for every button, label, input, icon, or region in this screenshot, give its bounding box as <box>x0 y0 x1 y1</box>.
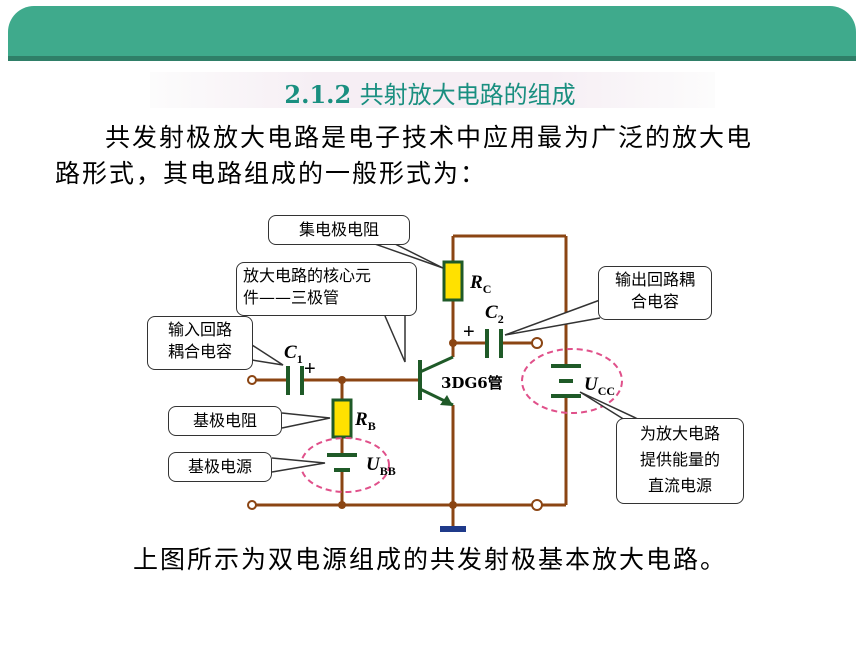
resistor-rb <box>331 398 353 439</box>
callout-core-component: 放大电路的核心元 件——三极管 <box>236 262 417 316</box>
label-c1: C1 <box>284 342 303 366</box>
label-transistor: 3DG6管 <box>441 374 503 392</box>
callout-input-line1: 输入回路 <box>167 320 232 339</box>
terminals <box>247 337 543 511</box>
callout-base-source-text: 基极电源 <box>187 457 252 476</box>
intro-paragraph: 共发射极放大电路是电子技术中应用最为广泛的放大电 路形式，其电路组成的一般形式为… <box>55 120 815 192</box>
paragraph-line-1: 共发射极放大电路是电子技术中应用最为广泛的放大电 <box>105 123 754 152</box>
callout-collector-resistor: 集电极电阻 <box>268 215 410 245</box>
callout-base-source: 基极电源 <box>168 452 272 482</box>
label-rc: RC <box>469 272 491 296</box>
battery-ucc <box>551 364 581 398</box>
resistor-rc <box>442 260 464 302</box>
label-c1-plus: + <box>304 358 316 380</box>
pointer-output-coupling <box>504 299 601 336</box>
input-terminal <box>247 375 257 385</box>
callout-collector-resistor-text: 集电极电阻 <box>298 220 379 239</box>
input-ground-terminal <box>247 500 257 510</box>
pointer-base-resistor <box>281 412 331 429</box>
capacitor-c1 <box>286 366 304 395</box>
callout-power-line1: 为放大电路 <box>639 424 720 443</box>
callout-base-resistor: 基极电阻 <box>168 406 282 436</box>
callout-power-line3: 直流电源 <box>647 476 712 495</box>
label-c2-plus: + <box>463 321 475 343</box>
header-underline <box>8 56 856 61</box>
callout-output-line2: 合电容 <box>630 292 679 311</box>
ucc-highlight <box>521 348 623 414</box>
label-rb: RB <box>354 409 376 433</box>
callout-power-line2: 提供能量的 <box>639 450 720 469</box>
pointer-input-coupling <box>251 344 284 366</box>
label-ubb: UBB <box>366 454 396 478</box>
pointer-core-component <box>384 315 406 363</box>
callout-pointers <box>251 243 641 473</box>
callout-input-coupling: 输入回路 耦合电容 <box>147 316 253 370</box>
title-background <box>150 72 715 108</box>
section-title-text: 共射放大电路的组成 <box>359 81 576 109</box>
capacitor-c2 <box>485 329 503 358</box>
pointer-collector-resistor <box>374 243 444 269</box>
figure-caption: 上图所示为双电源组成的共发射极基本放大电路。 <box>132 545 727 574</box>
junction-dots <box>338 339 457 509</box>
ground-symbol <box>440 526 466 532</box>
callout-output-line1: 输出回路耦 <box>614 270 695 289</box>
section-number: 2.1.2 <box>284 80 352 109</box>
label-c2: C2 <box>485 302 504 326</box>
paragraph-line-2: 路形式，其电路组成的一般形式为： <box>55 159 488 188</box>
callout-output-coupling: 输出回路耦 合电容 <box>598 266 712 320</box>
output-ground-terminal <box>531 499 543 511</box>
output-terminal <box>531 337 543 349</box>
battery-ubb <box>327 453 357 472</box>
callout-power-source: 为放大电路 提供能量的 直流电源 <box>616 418 744 504</box>
transistor-symbol <box>418 355 454 407</box>
circuit-wires <box>256 234 568 528</box>
callout-base-resistor-text: 基极电阻 <box>192 411 257 430</box>
label-ucc: UCC <box>584 374 615 398</box>
callout-core-line1: 放大电路的核心元 <box>243 266 372 285</box>
callout-core-line2: 件——三极管 <box>243 288 340 307</box>
header-bar <box>8 6 856 56</box>
pointer-power <box>579 391 641 421</box>
callout-input-line2: 耦合电容 <box>167 342 232 361</box>
pointer-base-source <box>271 457 326 473</box>
section-title: 2.1.2 共射放大电路的组成 <box>0 75 860 110</box>
